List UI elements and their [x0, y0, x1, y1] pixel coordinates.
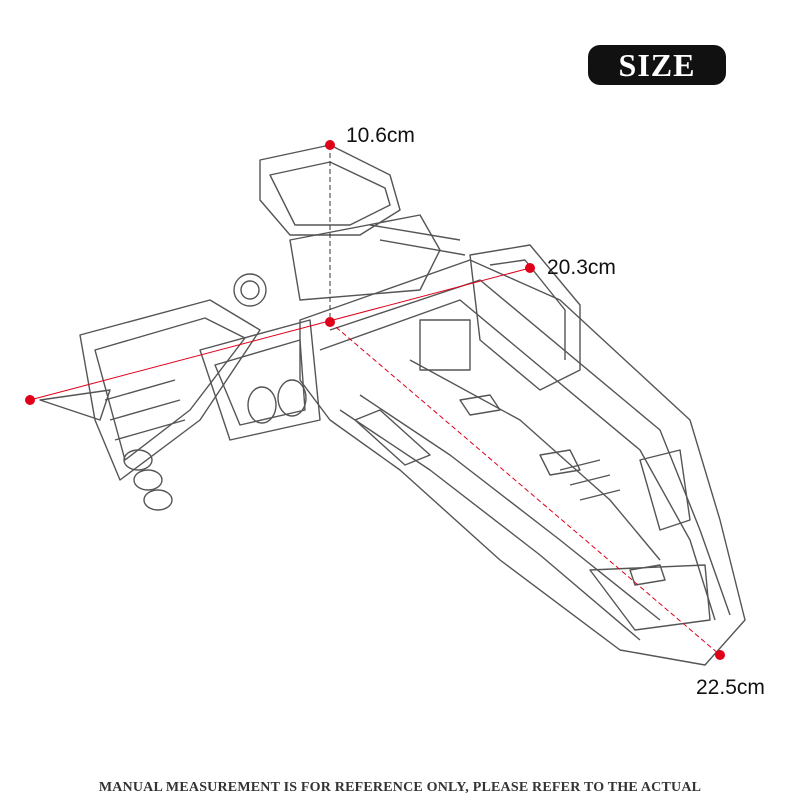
height-top-marker: [325, 140, 335, 150]
measurement-lines: [29, 145, 721, 656]
measurement-markers: [25, 140, 725, 660]
length-dimension-label: 22.5cm: [696, 676, 765, 699]
width-left-marker: [25, 395, 35, 405]
height-dimension-label: 10.6cm: [346, 124, 415, 147]
length-end-marker: [715, 650, 725, 660]
origin-marker: [325, 317, 335, 327]
width-dimension-line: [29, 267, 531, 401]
width-dimension-label: 20.3cm: [547, 256, 616, 279]
length-dimension-line: [329, 321, 721, 656]
width-right-marker: [525, 263, 535, 273]
measurement-disclaimer: MANUAL MEASUREMENT IS FOR REFERENCE ONLY…: [98, 780, 702, 795]
size-badge: SIZE: [588, 45, 726, 85]
ship-line-art: [39, 144, 746, 666]
